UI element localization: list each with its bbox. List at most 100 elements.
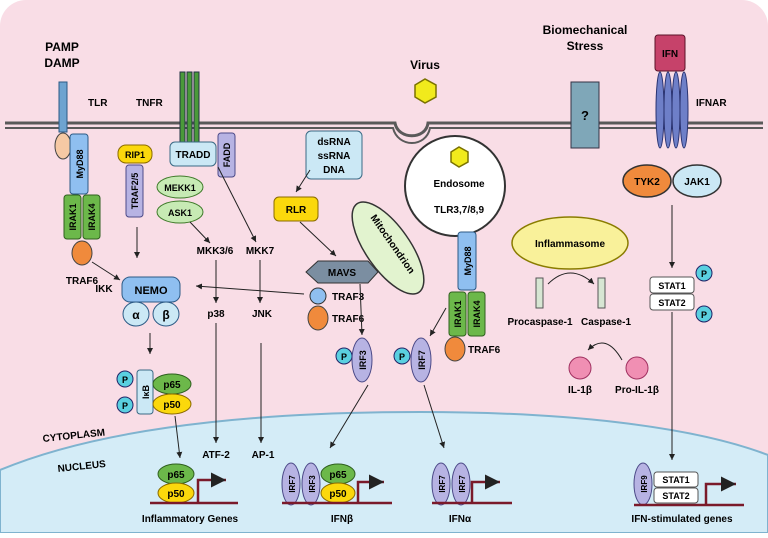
arrow-irf3-nucleus bbox=[329, 384, 369, 449]
p-label-ikb-top: P bbox=[122, 375, 128, 385]
ikk-beta bbox=[152, 301, 180, 327]
dsrna-box bbox=[305, 130, 363, 180]
mavs-shape bbox=[305, 260, 379, 284]
mkk7-label: MKK7 bbox=[246, 246, 275, 257]
alpha-label: α bbox=[132, 308, 140, 322]
irak1-label: IRAK1 bbox=[68, 203, 78, 230]
p-circle-ikb-bottom bbox=[116, 396, 134, 414]
myd88-box bbox=[69, 133, 89, 195]
ikb-label: IκB bbox=[141, 384, 151, 399]
ifnar-strand-3 bbox=[671, 71, 681, 149]
myd88-label: MyD88 bbox=[75, 149, 85, 178]
rip1-label: RIP1 bbox=[125, 150, 145, 160]
p-label-stat2: P bbox=[701, 310, 707, 320]
irak4-endo-box bbox=[467, 291, 486, 337]
arrow-tradd-mkk7 bbox=[217, 166, 257, 243]
fadd-box bbox=[217, 132, 236, 178]
unknown-label: ? bbox=[581, 108, 589, 123]
infl-genes-label: Inflammatory Genes bbox=[142, 514, 239, 525]
stress-label: Stress bbox=[567, 39, 604, 53]
tlr378-label: TLR3,7/8,9 bbox=[434, 205, 484, 216]
stat1-nuc-label: STAT1 bbox=[662, 475, 689, 485]
arrow-procasp-casp bbox=[547, 272, 595, 285]
fadd-label: FADD bbox=[222, 142, 232, 167]
p50-nuc-label-b: p50 bbox=[329, 489, 347, 500]
irf7-nuc-oval-a1 bbox=[431, 462, 451, 506]
casp-bar bbox=[597, 277, 606, 309]
il1b-circle bbox=[568, 356, 592, 380]
tradd-label: TRADD bbox=[176, 150, 211, 161]
stat2-nuc-box bbox=[653, 487, 699, 504]
ask1-oval bbox=[156, 200, 204, 224]
p50-oval bbox=[152, 393, 192, 415]
arrow-dsrna-rlr bbox=[295, 169, 311, 193]
atf2-label: ATF-2 bbox=[202, 450, 230, 461]
irf7-nuc-oval-a2 bbox=[451, 462, 471, 506]
p-label-irf3: P bbox=[341, 352, 347, 362]
myd88-endo-label: MyD88 bbox=[463, 246, 473, 275]
irak1-endo-box bbox=[448, 291, 467, 337]
endosome-virus bbox=[450, 146, 469, 168]
p-label-stat1: P bbox=[701, 269, 707, 279]
damp-label: DAMP bbox=[44, 56, 79, 70]
stat1-label: STAT1 bbox=[658, 281, 685, 291]
procasp-bar bbox=[535, 277, 544, 309]
p-circle-irf7 bbox=[393, 347, 411, 365]
ap1-label: AP-1 bbox=[252, 450, 275, 461]
virus-hexagon bbox=[414, 78, 437, 104]
irf3-label: IRF3 bbox=[358, 350, 368, 370]
plasma-membrane-inner bbox=[5, 127, 763, 144]
stat2-label: STAT2 bbox=[658, 298, 685, 308]
jnk-label: JNK bbox=[252, 309, 273, 320]
arrow-traf6-nemo bbox=[91, 261, 121, 281]
irf3-nuc-oval bbox=[301, 462, 321, 506]
p-label-ikb-bottom: P bbox=[122, 401, 128, 411]
mekk1-oval bbox=[156, 175, 204, 199]
il1b-label: IL-1β bbox=[568, 385, 592, 396]
myd88-endo-box bbox=[457, 231, 477, 291]
irf3-nuc-label: IRF3 bbox=[308, 475, 317, 493]
p-circle-ikb-top bbox=[116, 370, 134, 388]
ifna-label: IFNα bbox=[449, 514, 472, 525]
p-circle-stat2 bbox=[695, 305, 713, 323]
plasma-membrane bbox=[5, 121, 763, 138]
gene-isg bbox=[634, 484, 744, 507]
proil1b-circle bbox=[625, 356, 649, 380]
ifnar-strand-4 bbox=[679, 71, 689, 149]
pamp-label: PAMP bbox=[45, 40, 79, 54]
rlr-box bbox=[273, 196, 319, 222]
gene-inflammatory bbox=[150, 480, 238, 505]
tlr-receptor bbox=[58, 81, 68, 133]
tnfr-bar-3 bbox=[193, 71, 200, 143]
arrow-mavs-irf3 bbox=[358, 283, 365, 336]
inflammasome-oval bbox=[511, 216, 629, 270]
nucleus-label: NUCLEUS bbox=[57, 459, 107, 475]
traf6-label-endo: TRAF6 bbox=[468, 345, 501, 356]
dna-label: DNA bbox=[323, 165, 345, 176]
traf3-circle bbox=[309, 287, 327, 305]
tnfr-bar-1 bbox=[179, 71, 186, 143]
traf25-box bbox=[125, 164, 144, 218]
irf7-nuc-label-b: IRF7 bbox=[288, 475, 297, 493]
p65-nuc-label: p65 bbox=[167, 470, 185, 481]
ifnb-label: IFNβ bbox=[331, 514, 353, 525]
tradd-box bbox=[169, 141, 217, 167]
gene-ifnb bbox=[282, 482, 392, 505]
irf9-nuc-label: IRF9 bbox=[640, 475, 649, 493]
tnfr-label: TNFR bbox=[136, 98, 163, 109]
mavs-label: MAVS bbox=[328, 268, 356, 279]
tlr-bulb bbox=[54, 132, 72, 160]
p-label-irf7: P bbox=[399, 352, 405, 362]
ikk-label: IKK bbox=[95, 284, 113, 295]
irak1-box bbox=[63, 194, 82, 240]
arrow-irf7-nucleus bbox=[423, 384, 446, 449]
p50-label: p50 bbox=[163, 400, 181, 411]
ikk-alpha bbox=[122, 301, 150, 327]
ssrna-label: ssRNA bbox=[318, 151, 351, 162]
isg-label: IFN-stimulated genes bbox=[631, 514, 733, 525]
biomech-receptor bbox=[570, 81, 600, 149]
jak1-label: JAK1 bbox=[684, 177, 710, 188]
dsrna-label: dsRNA bbox=[317, 137, 350, 148]
traf6-bulb-endo bbox=[444, 336, 466, 362]
